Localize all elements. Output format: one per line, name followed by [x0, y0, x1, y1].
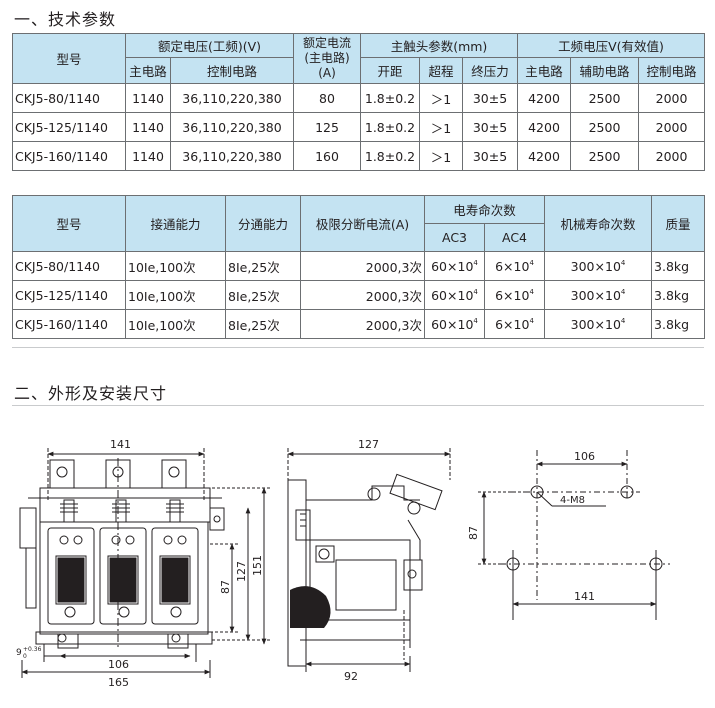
cell: 2000 — [638, 112, 706, 142]
section-title-dimensions: 二、外形及安装尺寸 — [14, 384, 168, 403]
cell-break: 8Ie,25次 — [225, 309, 301, 339]
cell: 80 — [293, 83, 361, 113]
cell-mech: 300×104 — [544, 251, 653, 281]
header-final-pressure: 终压力 — [461, 57, 519, 84]
dim-front-width-bottom: 165 — [108, 676, 129, 689]
header-mass: 质量 — [651, 195, 706, 252]
cell: 36,110,220,380 — [170, 112, 294, 142]
cell: 1140 — [125, 83, 171, 113]
cell: ＞1 — [419, 141, 463, 171]
cell: 1.8±0.2 — [360, 141, 420, 171]
dim-side-width-top: 127 — [358, 438, 379, 451]
cell-limit: 2000,3次 — [300, 309, 425, 339]
table-row: CKJ5-125/1140 10Ie,100次 8Ie,25次 2000,3次 … — [12, 280, 706, 310]
cell-ac3: 60×104 — [424, 280, 485, 310]
dim-front-offset: 9 — [16, 648, 22, 658]
cell: 30±5 — [461, 83, 519, 113]
dim-front-offset-tol-lower: 0 — [23, 653, 27, 660]
cell: 4200 — [517, 112, 572, 142]
divider — [12, 405, 704, 406]
dim-front-h127: 127 — [235, 561, 248, 582]
header-contact-params: 主触头参数(mm) — [359, 33, 519, 58]
table-row: CKJ5-80/1140 1140 36,110,220,380 80 1.8±… — [12, 83, 706, 113]
cell-mass: 3.8kg — [651, 280, 706, 310]
dim-front-width-top: 141 — [110, 438, 131, 451]
cell-ac4: 6×104 — [483, 251, 546, 281]
cell-ac3: 60×104 — [424, 251, 485, 281]
dim-mount-height: 87 — [467, 526, 480, 540]
dim-front-offset-tol-upper: +0.36 — [23, 646, 42, 653]
header-main-circuit: 主电路 — [125, 57, 171, 84]
header-ac3: AC3 — [424, 223, 485, 252]
header-model: 型号 — [12, 195, 126, 252]
cell-limit: 2000,3次 — [300, 280, 425, 310]
header-limit-current: 极限分断电流(A) — [300, 195, 425, 252]
dim-side-width-bottom: 92 — [344, 670, 358, 683]
table-row: CKJ5-80/1140 10Ie,100次 8Ie,25次 2000,3次 6… — [12, 251, 706, 281]
section-title-tech-params: 一、技术参数 — [14, 10, 117, 29]
dim-mount-holes: 4-M8 — [560, 495, 585, 506]
cell: 36,110,220,380 — [170, 141, 294, 171]
cell-model: CKJ5-160/1140 — [12, 141, 126, 171]
mounting-view — [478, 450, 670, 620]
cell: 4200 — [517, 83, 572, 113]
header-mechanical-life: 机械寿命次数 — [544, 195, 653, 252]
header-ac4: AC4 — [483, 223, 546, 252]
cell-ac4: 6×104 — [483, 280, 546, 310]
header-rated-voltage: 额定电压(工频)(V) — [125, 33, 294, 58]
dim-front-spacing: 106 — [108, 658, 129, 671]
cell-make: 10Ie,100次 — [125, 309, 226, 339]
header-gap: 开距 — [360, 57, 420, 84]
cell-model: CKJ5-80/1140 — [12, 83, 126, 113]
performance-table: 型号 接通能力 分通能力 极限分断电流(A) 电寿命次数 机械寿命次数 质量 A… — [12, 195, 706, 339]
dim-mount-spacing-top: 106 — [574, 450, 595, 463]
cell-mech: 300×104 — [544, 309, 653, 339]
cell: 4200 — [517, 141, 572, 171]
cell: 160 — [293, 141, 361, 171]
cell-ac4: 6×104 — [483, 309, 546, 339]
cell-model: CKJ5-80/1140 — [12, 251, 126, 281]
cell-model: CKJ5-160/1140 — [12, 309, 126, 339]
cell: 1.8±0.2 — [360, 112, 420, 142]
header-aux-circuit: 辅助电路 — [570, 57, 640, 84]
cell: 36,110,220,380 — [170, 83, 294, 113]
cell-ac3: 60×104 — [424, 309, 485, 339]
cell-break: 8Ie,25次 — [225, 251, 301, 281]
cell-make: 10Ie,100次 — [125, 280, 226, 310]
dim-mount-spacing-bottom: 141 — [574, 590, 595, 603]
cell: 1140 — [125, 141, 171, 171]
cell-break: 8Ie,25次 — [225, 280, 301, 310]
table-row: CKJ5-160/1140 10Ie,100次 8Ie,25次 2000,3次 … — [12, 309, 706, 339]
dim-front-h87: 87 — [219, 580, 232, 594]
header-control-circuit-2: 控制电路 — [638, 57, 706, 84]
header-main-circuit-2: 主电路 — [517, 57, 572, 84]
cell-mass: 3.8kg — [651, 309, 706, 339]
cell: 125 — [293, 112, 361, 142]
cell: 2000 — [638, 141, 706, 171]
cell-model: CKJ5-125/1140 — [12, 112, 126, 142]
divider — [12, 347, 704, 348]
header-control-circuit: 控制电路 — [170, 57, 294, 84]
cell: 30±5 — [461, 141, 519, 171]
table-row: CKJ5-160/1140 1140 36,110,220,380 160 1.… — [12, 141, 706, 171]
cell-limit: 2000,3次 — [300, 251, 425, 281]
cell-make: 10Ie,100次 — [125, 251, 226, 281]
header-electrical-life: 电寿命次数 — [423, 195, 546, 224]
cell: 2000 — [638, 83, 706, 113]
front-view — [19, 448, 270, 678]
cell-model: CKJ5-125/1140 — [12, 280, 126, 310]
tech-params-table: 型号 额定电压(工频)(V) 额定电流 (主电路) (A) 主触头参数(mm) … — [12, 33, 706, 171]
side-view — [287, 448, 451, 672]
header-rated-current: 额定电流 (主电路) (A) — [293, 33, 361, 84]
header-overtravel: 超程 — [419, 57, 463, 84]
dim-front-h151: 151 — [251, 555, 264, 576]
table-row: CKJ5-125/1140 1140 36,110,220,380 125 1.… — [12, 112, 706, 142]
cell: 2500 — [570, 141, 640, 171]
